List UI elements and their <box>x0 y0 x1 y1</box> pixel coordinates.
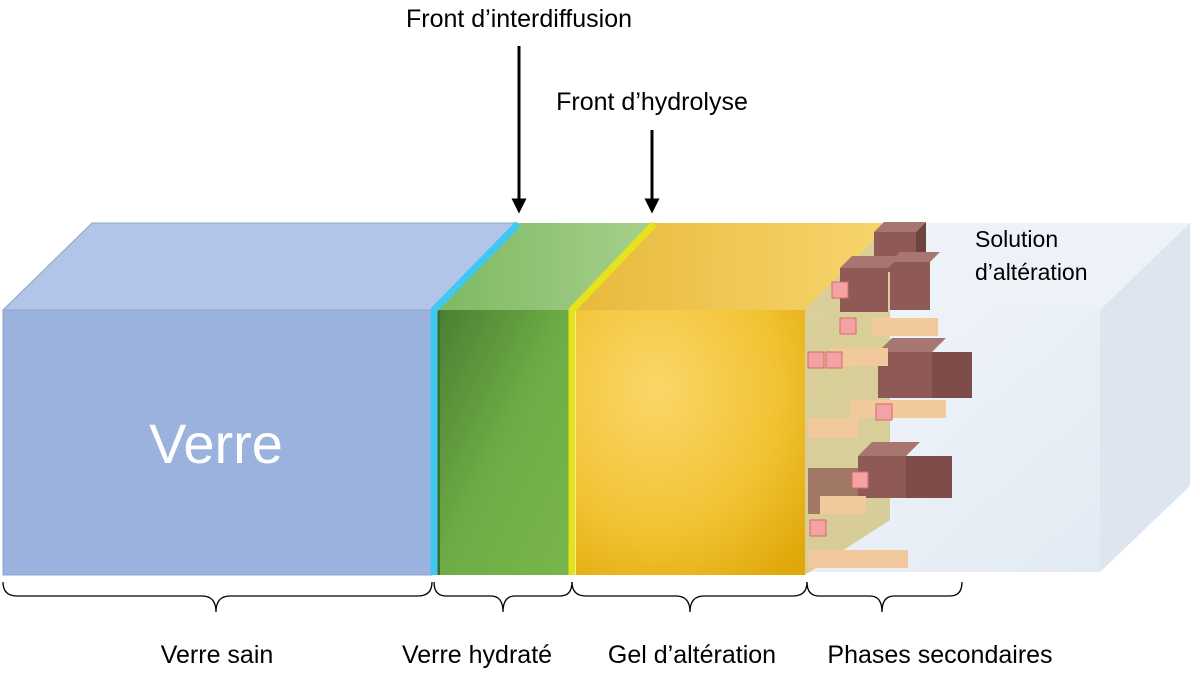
brace-phases <box>806 581 963 613</box>
pink-cube-4 <box>825 351 843 369</box>
pink-cube-2 <box>839 317 857 335</box>
zone-label-gel: Gel d’altération <box>608 641 776 669</box>
verre-sain-block <box>1 222 519 576</box>
brace-gel <box>571 581 808 613</box>
phase-slab-6 <box>808 550 908 568</box>
phase-slab-5 <box>820 496 866 514</box>
pink-cube-6 <box>851 471 869 489</box>
gel-top-face <box>570 223 890 310</box>
phase-slab-1 <box>872 318 938 336</box>
solution-label-line1: Solution <box>975 226 1058 252</box>
brace-verre-hydrate <box>433 581 573 613</box>
verre-top-face <box>1 222 519 311</box>
phase-slab-4 <box>808 418 858 438</box>
pink-cube-5 <box>875 403 893 421</box>
hydrolyse-label: Front d’hydrolyse <box>556 88 748 116</box>
hydrate-top-face <box>432 223 652 310</box>
pink-cube-7 <box>809 519 827 537</box>
phases-secondaires <box>807 222 972 568</box>
hydrate-front-face <box>440 310 570 575</box>
phase-cube-4 <box>878 338 972 398</box>
brace-verre-sain <box>2 581 433 613</box>
solution-label-line2: d’altération <box>975 259 1088 285</box>
pink-cube-3 <box>807 351 825 369</box>
phase-slab-3 <box>850 400 946 418</box>
pink-cube-1 <box>831 281 849 299</box>
solution-side-face <box>1100 223 1190 572</box>
interdiffusion-label: Front d’interdiffusion <box>406 5 632 33</box>
verre-block-label: Verre <box>149 412 283 475</box>
gel-front-face <box>576 310 805 575</box>
zone-label-phases: Phases secondaires <box>827 641 1052 669</box>
phase-slab-2 <box>830 348 888 366</box>
interdiffusion-front-line <box>430 221 521 575</box>
phase-cube-5 <box>858 442 952 498</box>
phase-cube-2 <box>890 252 940 310</box>
zone-label-verre-sain: Verre sain <box>161 641 274 669</box>
zone-label-verre-hydrate: Verre hydraté <box>402 641 552 669</box>
hydrolyse-front-line <box>568 221 657 575</box>
